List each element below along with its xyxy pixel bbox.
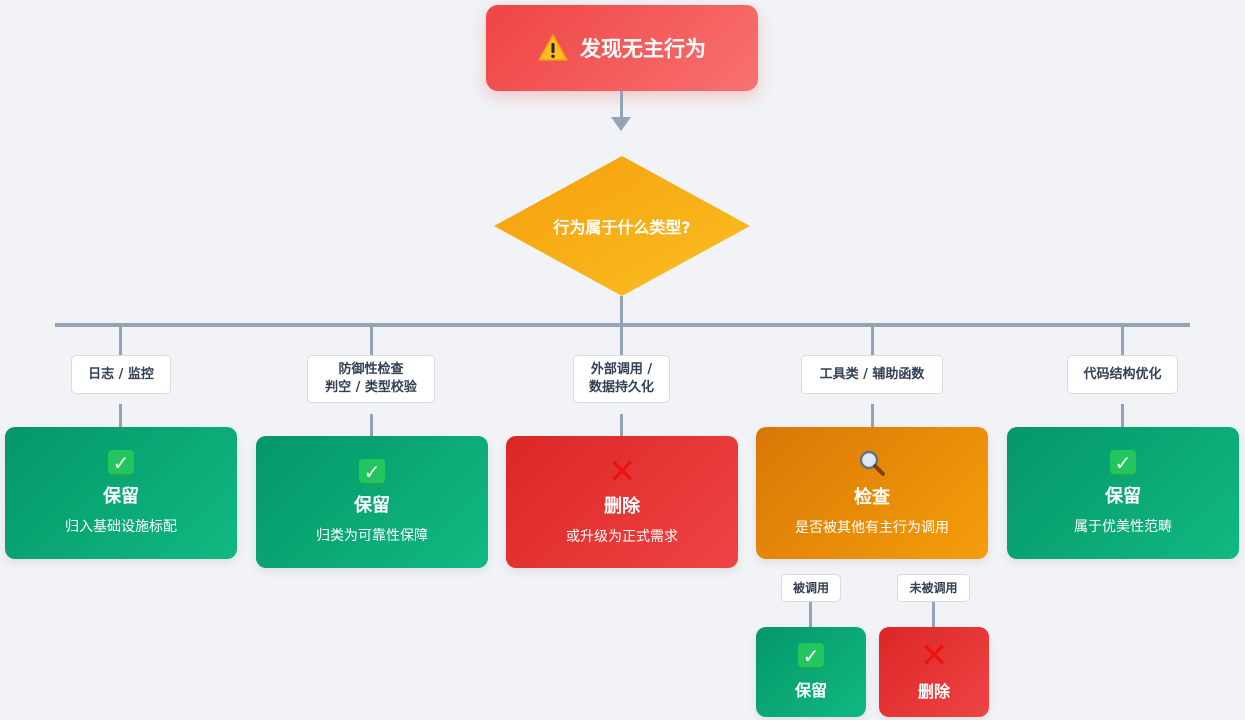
sub-branch-label-called: 被调用 <box>781 574 841 602</box>
cross-icon: ✕ <box>920 636 949 676</box>
connector-line <box>119 327 122 355</box>
check-icon: ✓ <box>359 459 385 485</box>
result-card-keep: ✓ 保留 归入基础设施标配 <box>5 427 237 559</box>
warning-icon <box>538 34 568 61</box>
connector-line <box>370 327 373 355</box>
connector-line <box>620 327 623 355</box>
branch-label-refactor: 代码结构优化 <box>1067 355 1178 394</box>
arrowhead <box>611 117 631 131</box>
branch-label-line1: 外部调用 / <box>590 362 653 377</box>
connector-line <box>871 404 874 427</box>
result-card-keep: ✓ 保留 归类为可靠性保障 <box>256 436 488 568</box>
check-icon: ✓ <box>1110 450 1136 476</box>
start-node: 发现无主行为 <box>486 5 758 91</box>
connector-line <box>1121 404 1124 427</box>
check-icon: ✓ <box>798 643 824 669</box>
check-icon: ✓ <box>108 450 134 476</box>
decision-question: 行为属于什么类型? <box>553 218 691 237</box>
magnifier-icon <box>859 450 885 476</box>
cross-icon: ✕ <box>608 452 637 492</box>
result-card-delete: ✕ 删除 或升级为正式需求 <box>506 436 738 568</box>
sub-branch-label-text: 被调用 <box>792 581 829 595</box>
connector-line <box>119 404 122 427</box>
branch-label-text: 工具类 / 辅助函数 <box>819 366 925 382</box>
card-description: 是否被其他有主行为调用 <box>795 520 949 536</box>
branch-bus-line <box>55 323 1190 327</box>
connector-line <box>871 327 874 355</box>
connector-line <box>1121 327 1124 355</box>
card-description: 属于优美性范畴 <box>1074 519 1172 535</box>
branch-label-external: 外部调用 / 数据持久化 <box>573 355 670 403</box>
card-description: 或升级为正式需求 <box>566 529 678 545</box>
card-title: 保留 <box>103 486 139 507</box>
card-title: 检查 <box>854 487 890 508</box>
card-description: 归入基础设施标配 <box>65 519 177 535</box>
connector-line <box>932 602 935 627</box>
decision-diamond <box>494 156 750 296</box>
branch-label-line2: 判空 / 类型校验 <box>325 380 417 395</box>
sub-result-card-delete: ✕ 删除 <box>879 627 989 717</box>
card-title: 删除 <box>604 496 640 517</box>
card-title: 删除 <box>917 682 950 701</box>
branch-label-logging: 日志 / 监控 <box>71 355 171 394</box>
sub-result-card-keep: ✓ 保留 <box>756 627 866 717</box>
sub-branch-label-uncalled: 未被调用 <box>897 574 970 602</box>
result-card-check: 检查 是否被其他有主行为调用 <box>756 427 988 559</box>
start-node-title: 发现无主行为 <box>580 37 706 61</box>
sub-branch-label-text: 未被调用 <box>909 581 958 595</box>
card-title: 保留 <box>794 681 827 700</box>
card-title: 保留 <box>1105 486 1141 507</box>
decision-node: 行为属于什么类型? <box>494 156 750 296</box>
branch-label-text: 代码结构优化 <box>1083 366 1162 382</box>
branch-label-line1: 防御性检查 <box>338 362 404 377</box>
connector-line <box>370 414 373 436</box>
card-title: 保留 <box>354 495 390 516</box>
branch-label-utility: 工具类 / 辅助函数 <box>801 355 943 394</box>
connector-line <box>620 296 623 324</box>
result-card-keep: ✓ 保留 属于优美性范畴 <box>1007 427 1239 559</box>
branch-label-line2: 数据持久化 <box>588 380 654 395</box>
branch-label-defensive: 防御性检查 判空 / 类型校验 <box>307 355 435 403</box>
branch-label-text: 日志 / 监控 <box>88 366 154 382</box>
connector-line <box>620 414 623 436</box>
connector-line <box>809 602 812 627</box>
connector-line <box>620 91 623 118</box>
card-description: 归类为可靠性保障 <box>316 528 428 544</box>
